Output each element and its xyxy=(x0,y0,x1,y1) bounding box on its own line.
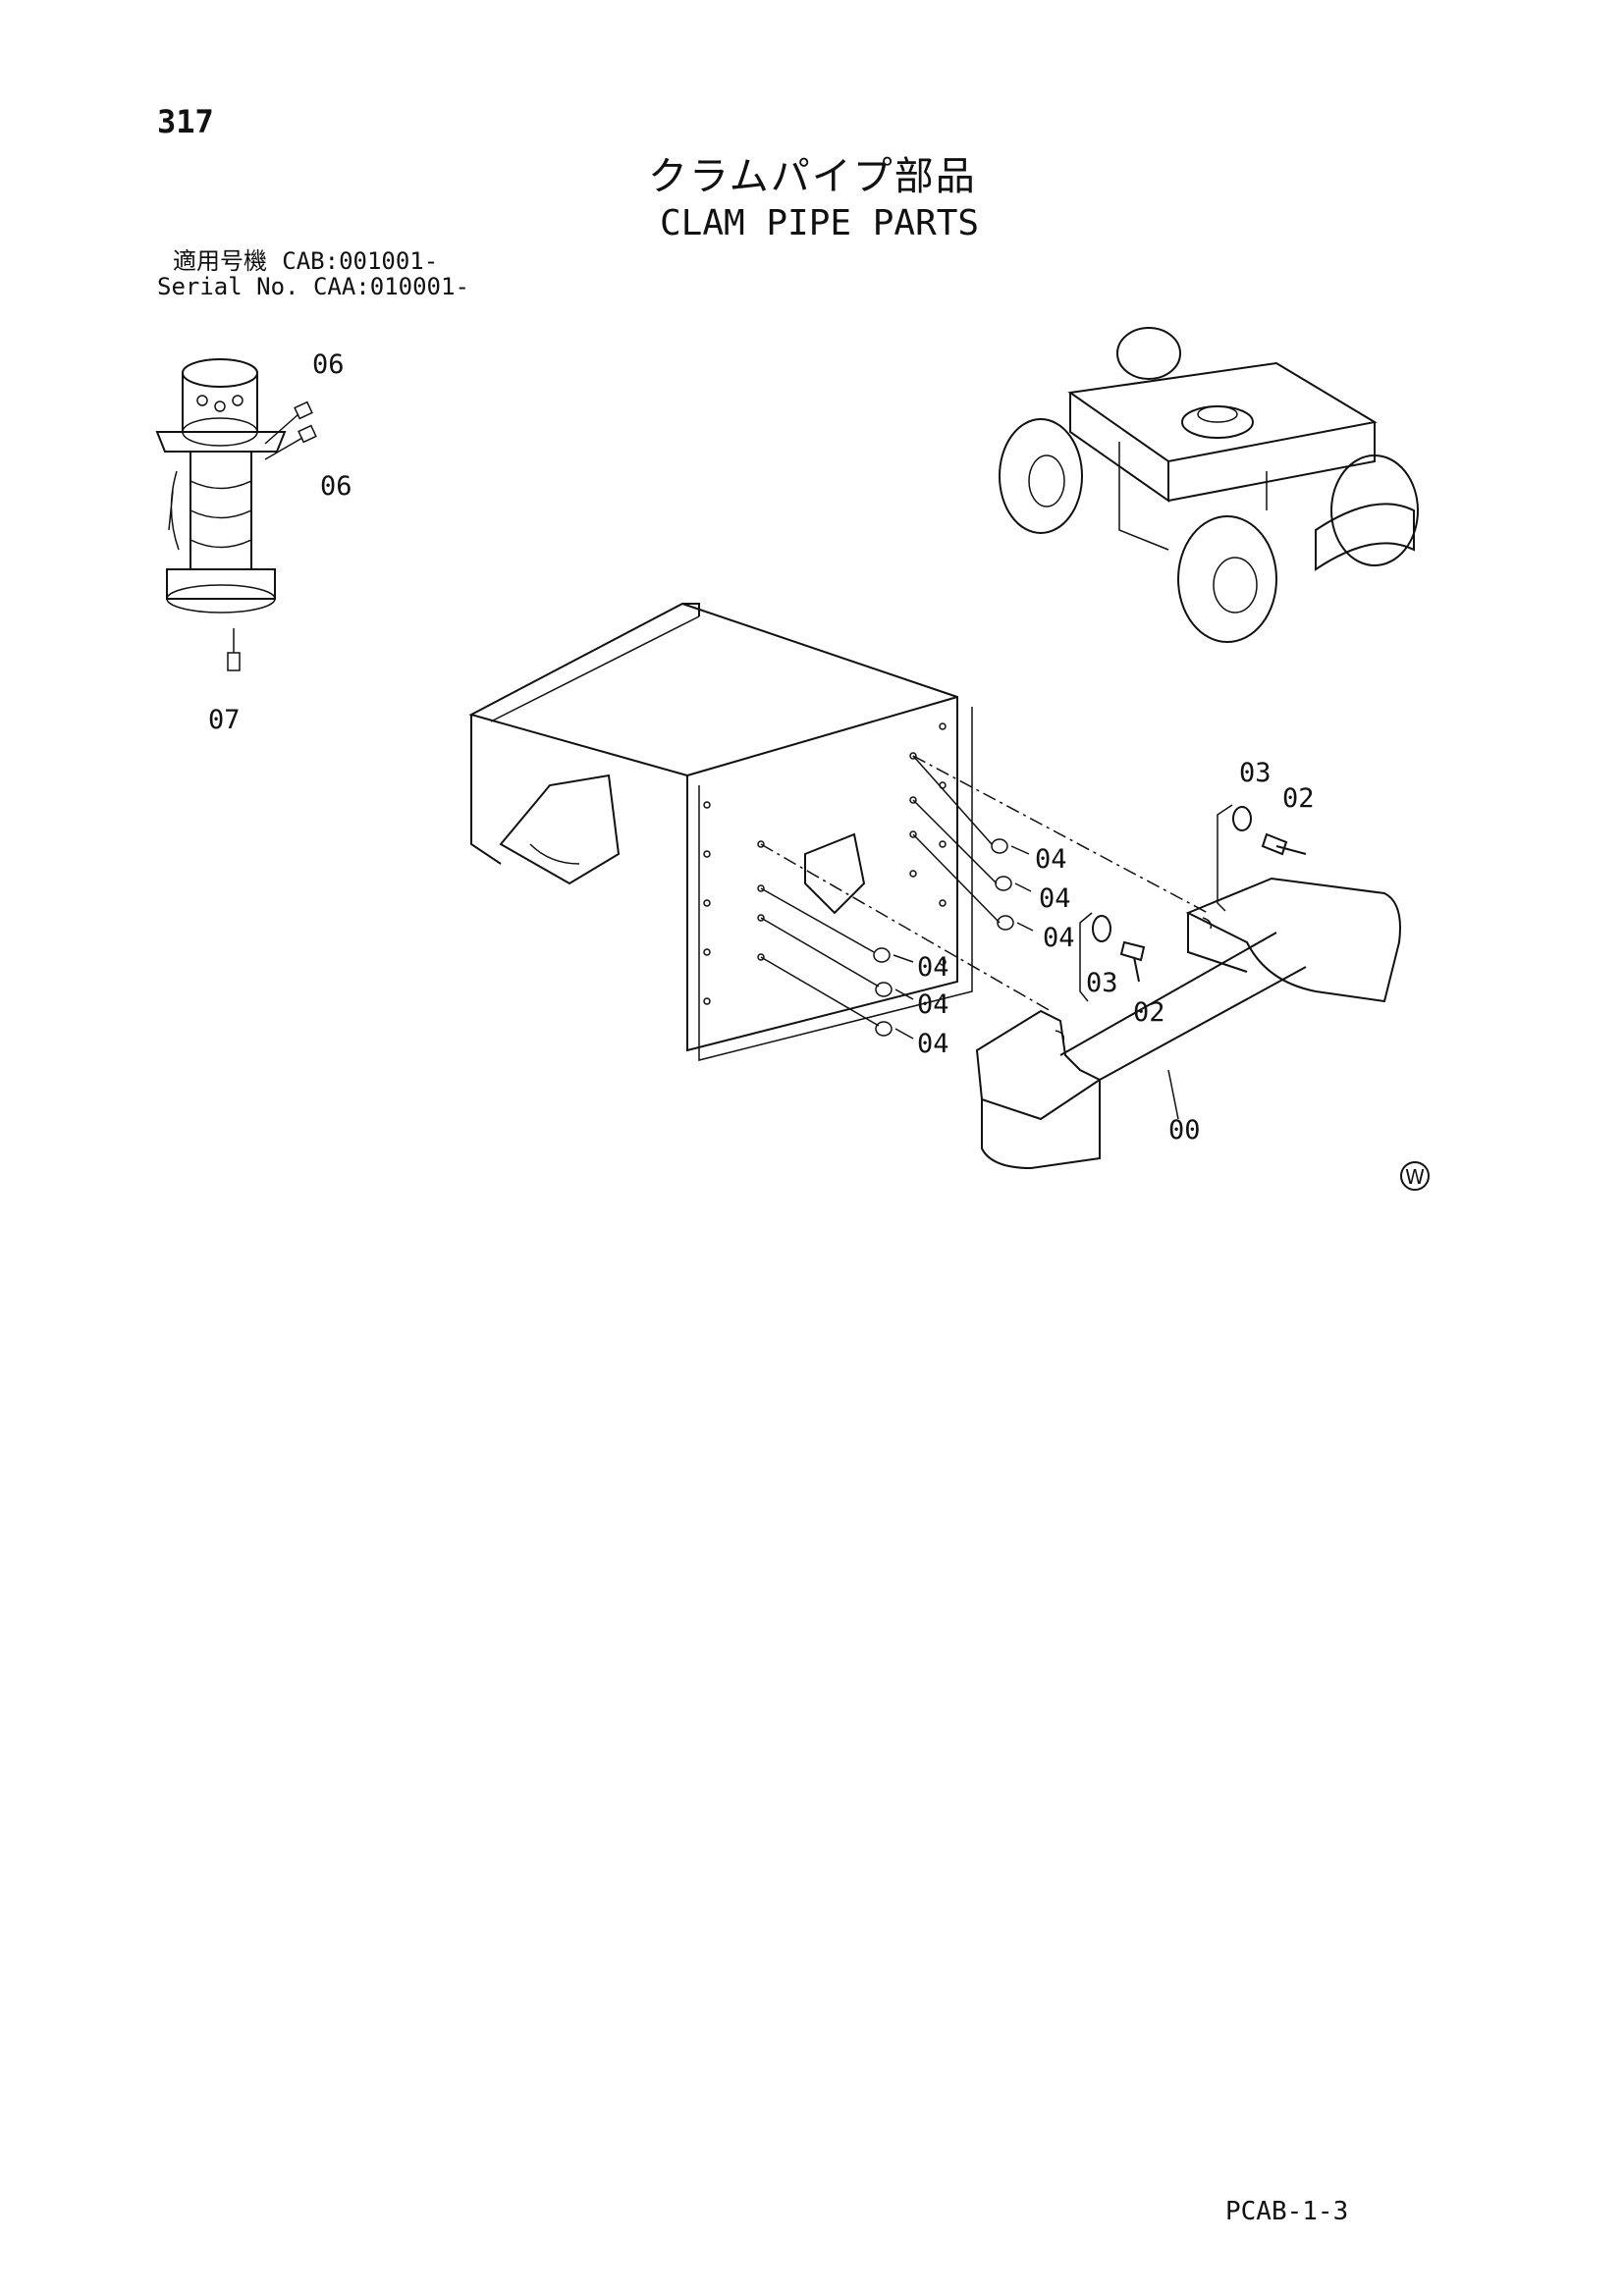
callout-02-lower: 02 xyxy=(1133,997,1165,1028)
serial-label-en: Serial No. xyxy=(157,273,299,300)
serial-line-en: Serial No. CAA:010001- xyxy=(157,275,469,298)
swivel-joint-drawing xyxy=(155,358,317,671)
frame-box-drawing xyxy=(468,602,973,1061)
callout-04-e: 04 xyxy=(917,989,949,1020)
callout-06-lower: 06 xyxy=(320,471,352,502)
callout-labels: 06 06 07 03 02 04 04 04 04 04 04 03 02 0… xyxy=(208,349,1315,1146)
serial-value-1: CAB:001001- xyxy=(282,247,439,275)
serial-label-jp: 適用号機 xyxy=(173,247,267,275)
title-english: CLAM PIPE PARTS xyxy=(660,203,980,243)
page-number: 317 xyxy=(157,103,214,140)
callout-00: 00 xyxy=(1168,1115,1201,1146)
washer-bolt-drawing xyxy=(1079,804,1307,1002)
title-japanese: クラムパイプ部品 xyxy=(648,154,977,199)
page-code: PCAB-1-3 xyxy=(1225,2197,1349,2226)
callout-06-upper: 06 xyxy=(312,349,345,380)
callout-04-b: 04 xyxy=(1039,883,1071,914)
bolt-leader-lines xyxy=(760,755,1209,1040)
callout-03-upper: 03 xyxy=(1239,758,1272,788)
callout-07: 07 xyxy=(208,705,241,735)
undercarriage-drawing xyxy=(999,327,1419,643)
callout-03-lower: 03 xyxy=(1086,968,1118,998)
circled-w-symbol: W xyxy=(1400,1161,1430,1191)
callout-04-d: 04 xyxy=(917,952,949,983)
callout-02-upper: 02 xyxy=(1282,783,1315,814)
callout-04-f: 04 xyxy=(917,1029,949,1059)
serial-line-jp: 適用号機 CAB:001001- xyxy=(173,249,438,273)
serial-value-2: CAA:010001- xyxy=(312,273,469,300)
callout-04-a: 04 xyxy=(1035,844,1067,875)
symbol-letter: W xyxy=(1405,1165,1425,1189)
callout-04-c: 04 xyxy=(1043,923,1075,953)
frame-bolt-holes xyxy=(703,722,947,1005)
clam-pipe-drawing xyxy=(975,877,1401,1170)
